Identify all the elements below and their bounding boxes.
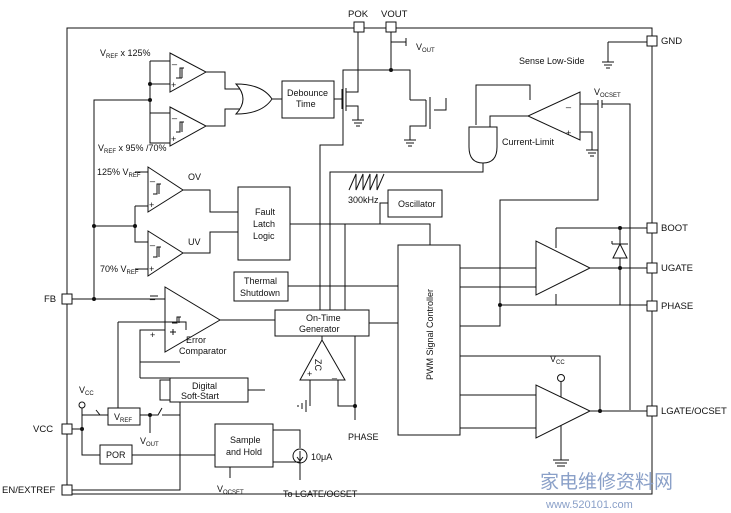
current-source xyxy=(292,448,308,464)
vocset-label: VOCSET xyxy=(594,87,621,99)
svg-text:+: + xyxy=(171,80,176,90)
vref-block-label: VREF xyxy=(114,412,132,424)
watermark-chinese: 家电维修资料网 xyxy=(540,471,673,493)
softstart-line2: Soft-Start xyxy=(181,391,220,401)
watermark-url: www.520101.com xyxy=(545,499,633,511)
vout-bottom-label: VOUT xyxy=(140,436,159,448)
softstart-block xyxy=(169,377,249,403)
ov-label: OV xyxy=(188,172,201,182)
or-gate xyxy=(234,83,273,115)
vcc-left-label: VCC xyxy=(79,385,94,397)
pin-pok-label: POK xyxy=(348,9,369,20)
svg-text:+: + xyxy=(566,128,571,138)
to-lgate-label: To LGATE/OCSET xyxy=(283,489,358,499)
vref-low-label: VREF x 95% /70% xyxy=(98,143,167,155)
pin-en: EN/EXTREF xyxy=(2,484,73,496)
phase-in-label: PHASE xyxy=(348,432,379,442)
svg-text:+: + xyxy=(171,134,176,144)
svg-text:+: + xyxy=(149,264,154,274)
pin-pok: POK xyxy=(348,9,369,33)
pin-boot: BOOT xyxy=(646,222,688,234)
pin-ugate: UGATE xyxy=(646,262,693,274)
ov-ref-label: 125% VREF xyxy=(97,167,141,179)
high-side-driver xyxy=(535,240,592,296)
svg-text:_: _ xyxy=(171,109,178,119)
sawtooth-wave xyxy=(348,173,385,191)
pin-gnd-label: GND xyxy=(661,36,682,47)
current-limit-label: Current-Limit xyxy=(502,137,555,147)
thermal-line1: Thermal xyxy=(244,276,277,286)
vcc-right-label: VCC xyxy=(550,354,565,366)
pok-high-comparator: _ + xyxy=(169,52,208,93)
uv-comparator: _ + xyxy=(147,230,184,277)
svg-text:_: _ xyxy=(149,172,156,182)
fault-line1: Fault xyxy=(255,207,276,217)
ov-comparator: _ + xyxy=(147,166,184,213)
pin-lgate-label: LGATE/OCSET xyxy=(661,406,727,417)
pin-vout-label: VOUT xyxy=(381,9,408,20)
svg-text:+: + xyxy=(149,200,154,210)
sample-line1: Sample xyxy=(230,435,261,445)
pwm-controller-block xyxy=(397,244,461,436)
ontime-line2: Generator xyxy=(299,324,340,334)
pin-phase: PHASE xyxy=(646,300,693,312)
freq-label: 300kHz xyxy=(348,195,379,205)
por-label: POR xyxy=(106,450,126,460)
zc-comparator: ZC + _ xyxy=(299,338,346,381)
and-gate xyxy=(468,126,498,164)
pin-en-label: EN/EXTREF xyxy=(2,485,56,496)
svg-text:_: _ xyxy=(565,98,572,108)
debounce-line2: Time xyxy=(296,99,316,109)
pin-ugate-label: UGATE xyxy=(661,263,693,274)
vocset-bottom-label: VOCSET xyxy=(217,484,244,496)
error-comparator xyxy=(164,286,221,353)
pin-gnd: GND xyxy=(646,35,682,47)
pin-fb-label: FB xyxy=(44,294,56,305)
svg-text:_: _ xyxy=(331,369,338,379)
pin-boot-label: BOOT xyxy=(661,223,688,234)
vref-block xyxy=(107,407,141,426)
svg-text:ZC: ZC xyxy=(313,359,323,371)
error-line1: Error xyxy=(186,335,206,345)
pwm-label: PWM Signal Controller xyxy=(425,289,435,380)
svg-text:+: + xyxy=(150,330,155,340)
uv-label: UV xyxy=(188,237,201,247)
sample-line2: and Hold xyxy=(226,447,262,457)
svg-text:+: + xyxy=(307,369,312,379)
pin-vcc-label: VCC xyxy=(33,424,53,435)
svg-text:_: _ xyxy=(171,55,178,65)
boot-diode xyxy=(611,241,628,259)
svg-text:_: _ xyxy=(149,290,156,300)
error-line2: Comparator xyxy=(179,346,227,356)
thermal-line2: Shutdown xyxy=(240,288,280,298)
pok-low-comparator: _ + xyxy=(169,106,208,147)
pin-lgate: LGATE/OCSET xyxy=(646,405,727,417)
fault-line3: Logic xyxy=(253,231,275,241)
sense-label: Sense Low-Side xyxy=(519,56,585,66)
fault-latch-block xyxy=(237,186,291,261)
pin-fb: FB xyxy=(44,293,73,305)
current-src-label: 10μA xyxy=(311,452,332,462)
softstart-line1: Digital xyxy=(192,381,217,391)
svg-text:_: _ xyxy=(149,236,156,246)
vref-high-label: VREF x 125% xyxy=(100,48,151,60)
fault-line2: Latch xyxy=(253,219,275,229)
oscillator-label: Oscillator xyxy=(398,199,436,209)
ontime-line1: On-Time xyxy=(306,313,341,323)
pok-mosfet xyxy=(334,32,364,127)
uv-ref-label: 70% VREF xyxy=(100,264,139,276)
current-limit-comparator: _ + xyxy=(526,91,581,141)
pin-vcc: VCC xyxy=(33,423,73,435)
low-side-driver xyxy=(535,384,592,439)
debounce-time-block xyxy=(281,80,335,119)
sample-hold-block xyxy=(214,423,274,468)
vout-top-label: VOUT xyxy=(416,42,435,54)
pin-phase-label: PHASE xyxy=(661,301,693,312)
debounce-line1: Debounce xyxy=(287,88,328,98)
sense-mosfet xyxy=(404,97,447,147)
pin-vout: VOUT xyxy=(381,9,408,33)
